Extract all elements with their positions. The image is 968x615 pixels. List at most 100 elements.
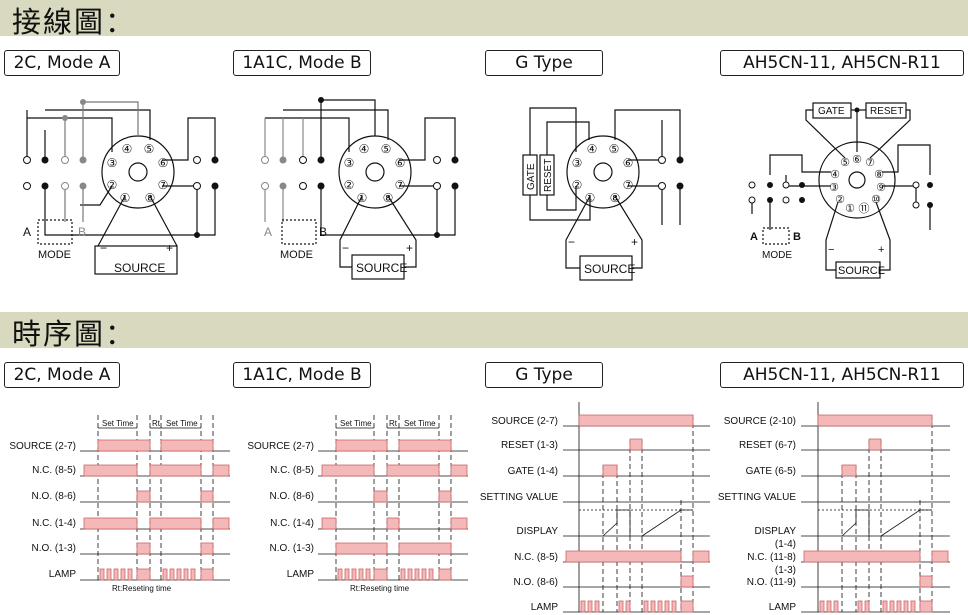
socket-8pin	[101, 135, 175, 209]
row-label-setting: SETTING VALUE	[480, 492, 558, 503]
pin-11: ⑪	[859, 202, 870, 215]
pin-2: ②	[572, 178, 583, 192]
reset-label: RESET	[543, 159, 554, 192]
timing-2c-mode-a: SOURCE (2-7) N.C. (8-5) N.O. (8-6) N.C. …	[9, 415, 230, 593]
timing-ah5cn: SOURCE (2-10) RESET (6-7) GATE (6-5) SET…	[718, 402, 950, 613]
rt-label: Rt	[389, 419, 398, 428]
wiring-label-1a1c: 1A1C, Mode B	[233, 50, 371, 76]
socket-8pin	[338, 135, 412, 209]
mode-label: MODE	[280, 249, 313, 261]
row-label-lamp: LAMP	[769, 602, 797, 613]
row-label-gate: GATE (6-5)	[746, 466, 796, 477]
wiring-label-g: G Type	[485, 50, 603, 76]
row-label-no-13: N.O. (1-3)	[270, 543, 314, 554]
set-time-label: Set Time	[102, 419, 134, 428]
socket-key	[593, 162, 613, 182]
source-label: SOURCE	[356, 261, 407, 275]
gate-label: GATE	[818, 106, 845, 117]
row-label-source: SOURCE (2-7)	[491, 416, 558, 427]
socket-key	[365, 162, 385, 182]
pin-1: ①	[585, 191, 596, 205]
rt-note: Rt:Reseting time	[112, 584, 172, 593]
minus-label: −	[568, 235, 575, 249]
mode-a-label: A	[750, 231, 758, 243]
pin-3: ③	[344, 156, 355, 170]
pin-5: ⑤	[609, 142, 620, 156]
pin-3: ③	[829, 182, 839, 194]
wiring-2c-pins: ① ② ③ ④ ⑤ ⑥ ⑦ ⑧	[107, 142, 169, 205]
set-time-label: Set Time	[404, 419, 436, 428]
socket-8pin	[566, 135, 640, 209]
wiring-ah5cn-terminals	[748, 107, 933, 209]
pin-4: ④	[122, 142, 133, 156]
source-label: SOURCE	[114, 261, 165, 275]
wiring-2c-terminals	[23, 99, 219, 238]
row-label-no-86: N.O. (8-6)	[32, 491, 76, 502]
rt-label: Rt	[152, 419, 161, 428]
minus-label: −	[342, 241, 349, 255]
row-label-lamp: LAMP	[287, 569, 315, 580]
row-label-nc-14: N.C. (1-4)	[32, 518, 76, 529]
wiring-g-terminals	[658, 156, 684, 190]
pin-8: ⑧	[383, 191, 394, 205]
row-label-reset: RESET (1-3)	[501, 440, 558, 451]
plus-label: +	[406, 241, 413, 255]
pin-4: ④	[830, 169, 840, 181]
pin-3: ③	[572, 156, 583, 170]
plus-label: +	[878, 244, 884, 256]
socket-key	[128, 162, 148, 182]
rt-note: Rt:Reseting time	[350, 584, 410, 593]
row-label-lamp: LAMP	[49, 569, 77, 580]
plus-label: +	[166, 241, 173, 255]
mode-switch-box	[762, 227, 790, 245]
timing-g-type: SOURCE (2-7) RESET (1-3) GATE (1-4) SETT…	[480, 402, 710, 613]
pin-1: ①	[120, 191, 131, 205]
mode-label: MODE	[762, 250, 792, 261]
wiring-section-title: 接線圖：	[12, 5, 137, 39]
wiring-1a1c-pins: ① ② ③ ④ ⑤ ⑥ ⑦ ⑧	[344, 142, 406, 205]
pin-10: ⑩	[871, 194, 881, 206]
mode-b-label: B	[793, 231, 801, 243]
pin-4: ④	[587, 142, 598, 156]
row-label-display: DISPLAY	[755, 526, 797, 537]
row-label-nc-85: N.C. (8-5)	[32, 465, 76, 476]
wiring-section-header: 接線圖：	[0, 0, 968, 39]
row-label-no: N.O. (11-9)	[747, 577, 796, 588]
wiring-1a1c-terminals	[261, 97, 459, 238]
row-label-source: SOURCE (2-7)	[9, 441, 76, 452]
row-label-source: SOURCE (2-7)	[247, 441, 314, 452]
timing-section-title: 時序圖：	[12, 317, 137, 351]
row-label-no: N.O. (8-6)	[514, 577, 558, 588]
pin-8: ⑧	[610, 191, 621, 205]
row-label-no-86: N.O. (8-6)	[270, 491, 314, 502]
mode-a-label: A	[264, 225, 272, 239]
wiring-1a1c-mode-b	[264, 99, 456, 280]
pin-1: ①	[845, 203, 855, 215]
wiring-label-ah5cn: AH5CN-11, AH5CN-R11	[720, 50, 964, 76]
pin-8: ⑧	[874, 169, 884, 181]
pin-5: ⑤	[381, 142, 392, 156]
row-label-14: (1-4)	[775, 539, 796, 550]
pin-5: ⑤	[840, 157, 850, 169]
pin-7: ⑦	[158, 178, 169, 192]
reset-label: RESET	[870, 106, 903, 117]
pin-2: ②	[835, 194, 845, 206]
gate-label: GATE	[526, 163, 537, 190]
row-label-nc-14: N.C. (1-4)	[270, 518, 314, 529]
timing-label-g: G Type	[485, 362, 603, 388]
mode-switch-box	[281, 219, 317, 245]
pin-1: ①	[357, 191, 368, 205]
wiring-g-type	[522, 107, 681, 281]
source-label: SOURCE	[584, 262, 635, 276]
timing-label-2c: 2C, Mode A	[4, 362, 120, 388]
wiring-ah5cn-pins: ① ② ③ ④ ⑤ ⑥ ⑦ ⑧ ⑨ ⑩ ⑪	[829, 154, 886, 215]
timing-1a1c-mode-b: SOURCE (2-7) N.C. (8-5) N.O. (8-6) N.C. …	[247, 415, 468, 593]
row-label-nc: N.C. (8-5)	[514, 552, 558, 563]
row-label-lamp: LAMP	[531, 602, 559, 613]
pin-7: ⑦	[865, 157, 875, 169]
pin-4: ④	[359, 142, 370, 156]
pin-8: ⑧	[145, 191, 156, 205]
pin-6: ⑥	[158, 156, 169, 170]
row-label-reset: RESET (6-7)	[739, 440, 796, 451]
row-label-no-13: N.O. (1-3)	[32, 543, 76, 554]
